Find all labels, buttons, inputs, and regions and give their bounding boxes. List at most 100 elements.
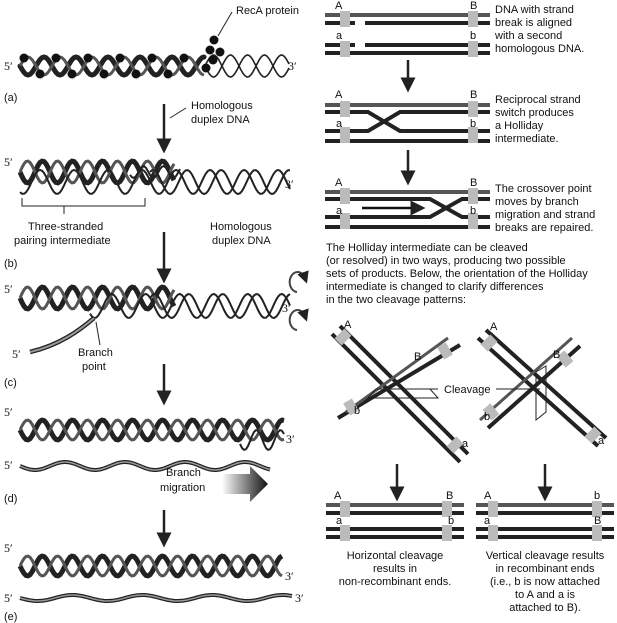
step1-strands: A B a b [325, 0, 490, 57]
svg-text:B: B [446, 490, 453, 502]
marker-a-2: a [336, 118, 343, 130]
svg-text:intermediate is changed to cla: intermediate is changed to clarify diffe… [326, 281, 544, 293]
reca-bead [201, 63, 211, 73]
reca-bead [147, 53, 157, 63]
reca-bead [208, 55, 218, 65]
marker-a-1: a [336, 30, 343, 42]
svg-text:(i.e., b is now attached: (i.e., b is now attached [490, 576, 600, 588]
homologous-duplex-b-label-1: Homologous [210, 221, 272, 233]
marker-A-2: A [335, 89, 343, 101]
five-prime-e2: 5′ [4, 591, 13, 605]
reca-pointer [217, 11, 233, 37]
rotation-icon-2 [288, 308, 309, 331]
panel-d: 5′ 3′ 5′ Branch migration (d) [4, 405, 295, 505]
reca-protein-beads [19, 35, 225, 79]
svg-text:switch produces: switch produces [495, 107, 574, 119]
three-prime-a: 3′ [288, 59, 297, 73]
branch-migration-label-1: Branch [166, 467, 201, 479]
three-prime-e: 3′ [285, 569, 294, 583]
reca-bead [99, 69, 109, 79]
panel-a: RecA protein 5′ 3′ (a) [4, 5, 299, 104]
svg-text:migration and strand: migration and strand [495, 209, 595, 221]
panel-label-a: (a) [4, 92, 17, 104]
reca-bead [67, 69, 77, 79]
homologous-duplex-label-2: duplex DNA [191, 114, 250, 126]
panel-e: 5′ 3′ 5′ 3′ (e) [4, 541, 304, 623]
reca-bead [115, 53, 125, 63]
svg-text:in recombinant ends: in recombinant ends [495, 563, 595, 575]
svg-text:(or resolved) in two ways, pro: (or resolved) in two ways, producing two… [326, 255, 566, 267]
svg-text:b: b [448, 515, 454, 527]
holliday-paragraph: The Holliday intermediate can be cleaved… [326, 242, 588, 306]
five-prime-a: 5′ [4, 59, 13, 73]
five-prime-d2: 5′ [4, 458, 13, 472]
panel-label-b: (b) [4, 258, 17, 270]
svg-text:b: b [594, 490, 600, 502]
svg-text:attached to B).: attached to B). [509, 602, 581, 614]
marker-B-2: B [470, 89, 477, 101]
svg-text:breaks are repaired.: breaks are repaired. [495, 222, 593, 234]
homologous-duplex-label-1: Homologous [191, 100, 253, 112]
marker-A-3: A [335, 177, 343, 189]
svg-text:intermediate.: intermediate. [495, 133, 559, 145]
svg-text:The crossover point: The crossover point [495, 183, 592, 195]
branch-migration-label-2: migration [160, 482, 205, 494]
marker-B-3: B [470, 177, 477, 189]
step1-caption: DNA with strand break is aligned with a … [494, 4, 584, 55]
three-stranded-label-1: Three-stranded [28, 221, 103, 233]
branch-migration-arrow [222, 466, 268, 502]
marker-B-1: B [470, 0, 477, 12]
reca-bead [205, 45, 215, 55]
five-prime-c2: 5′ [12, 347, 21, 361]
svg-text:to A and a is: to A and a is [515, 589, 575, 601]
panel-c: 5′ 3′ 5′ Branch point (c) [4, 270, 309, 389]
marker-b-1: b [470, 30, 476, 42]
marker-b-hx: b [354, 405, 360, 417]
reca-bead [163, 69, 173, 79]
three-prime-d: 3′ [286, 432, 295, 446]
five-prime-c: 5′ [4, 282, 13, 296]
horizontal-caption: Horizontal cleavage results in non-recom… [339, 550, 452, 588]
svg-text:homologous DNA.: homologous DNA. [495, 43, 584, 55]
svg-text:DNA with strand: DNA with strand [495, 4, 574, 16]
step2-strands: A B a b [325, 89, 490, 143]
svg-text:a: a [336, 515, 343, 527]
reca-bead [83, 53, 93, 63]
branch-point-label-2: point [82, 361, 106, 373]
panel-label-d: (d) [4, 493, 17, 505]
svg-text:B: B [594, 515, 601, 527]
five-prime-e: 5′ [4, 541, 13, 555]
svg-text:Reciprocal strand: Reciprocal strand [495, 94, 581, 106]
reca-bead [131, 69, 141, 79]
marker-b-2: b [470, 118, 476, 130]
step2-caption: Reciprocal strand switch produces a Holl… [495, 94, 581, 145]
holliday-x-horizontal: A B b a [330, 319, 470, 464]
panel-label-e: (e) [4, 611, 17, 623]
svg-text:A: A [334, 490, 342, 502]
marker-a-vx: a [598, 435, 605, 447]
step3-caption: The crossover point moves by branch migr… [495, 183, 595, 234]
reca-label: RecA protein [236, 5, 299, 17]
five-prime-b: 5′ [4, 155, 13, 169]
holliday-x-vertical: A B b a [476, 321, 608, 448]
three-prime-e2: 3′ [295, 591, 304, 605]
duplex-pointer [169, 107, 187, 119]
svg-text:results in: results in [373, 563, 417, 575]
marker-b-vx: b [484, 411, 490, 423]
panel-label-c: (c) [4, 377, 17, 389]
reca-bead [51, 53, 61, 63]
svg-text:break is aligned: break is aligned [495, 17, 572, 29]
marker-B-hx: B [414, 351, 421, 363]
homologous-duplex-b-label-2: duplex DNA [212, 235, 271, 247]
marker-A-hx: A [344, 319, 352, 331]
reca-bead [19, 53, 29, 63]
marker-b-3: b [470, 205, 476, 217]
marker-a-3: a [336, 205, 343, 217]
marker-B-vx: B [553, 349, 560, 361]
svg-text:sets of products. Below, the o: sets of products. Below, the orientation… [326, 268, 588, 280]
svg-text:The Holliday intermediate can: The Holliday intermediate can be cleaved [326, 242, 528, 254]
svg-text:a: a [484, 515, 491, 527]
svg-text:a Holliday: a Holliday [495, 120, 544, 132]
cleavage-label: Cleavage [444, 384, 490, 396]
